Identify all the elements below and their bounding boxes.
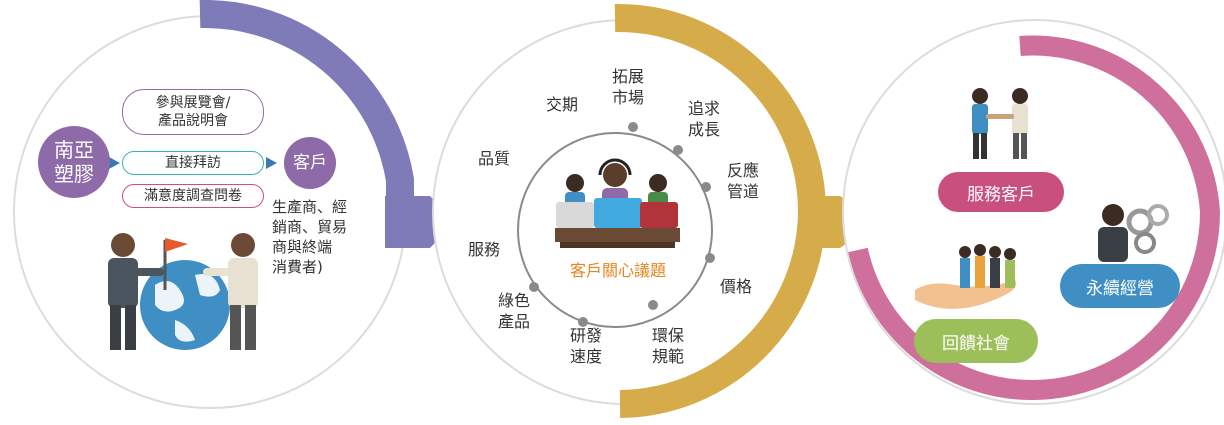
topic-feedback: 反應 管道 xyxy=(727,161,760,201)
businessman-left-icon xyxy=(108,233,164,350)
channel-exhibition-label: 參與展覽會/ 產品說明會 xyxy=(155,95,231,129)
topic-growth: 追求 成長 xyxy=(688,99,721,139)
stage1-ring-arc xyxy=(199,0,414,210)
topic-environment: 環保 規範 xyxy=(652,326,685,366)
value-sustainability: 永續經營 xyxy=(1060,264,1180,308)
value-serve-customers: 服務客戶 xyxy=(938,172,1064,212)
topic-rnd: 研發 速度 xyxy=(570,326,603,366)
channel-visit-label: 直接拜訪 xyxy=(165,155,221,171)
company-name: 南亞 塑膠 xyxy=(54,138,94,186)
company-circle: 南亞 塑膠 xyxy=(38,126,110,198)
businessman-right-icon xyxy=(203,233,258,350)
value-sustainability-label: 永續經營 xyxy=(1086,278,1154,299)
value-give-back: 回饋社會 xyxy=(914,319,1038,363)
topic-quality: 品質 xyxy=(478,149,511,168)
channel-exhibition: 參與展覽會/ 產品說明會 xyxy=(122,89,264,135)
value-give-back-label: 回饋社會 xyxy=(942,333,1010,354)
handshake-icon xyxy=(972,88,1028,159)
topic-price: 價格 xyxy=(720,277,753,296)
channel-visit: 直接拜訪 xyxy=(122,151,264,175)
channel-survey-label: 滿意度調查問卷 xyxy=(144,188,242,204)
call-center-illustration xyxy=(555,158,680,248)
channel-survey: 滿意度調查問卷 xyxy=(122,184,264,208)
chain-arrow-left xyxy=(109,157,120,169)
topic-green: 綠色 產品 xyxy=(498,291,531,331)
customer-note: 生產商、經 銷商、貿易 商與終端 消費者) xyxy=(272,198,348,276)
manager-gears-icon xyxy=(1098,204,1169,262)
topics-circle xyxy=(517,132,713,328)
topic-service: 服務 xyxy=(468,240,501,259)
topic-market: 拓展 市場 xyxy=(612,67,645,107)
topic-dots xyxy=(529,122,715,327)
topic-delivery: 交期 xyxy=(546,95,579,114)
value-serve-customers-label: 服務客戶 xyxy=(967,184,1035,205)
chain-arrow-right xyxy=(266,157,277,169)
customer-label: 客戶 xyxy=(293,153,327,173)
customer-circle: 客戶 xyxy=(284,137,336,189)
center-topic-label: 客戶關心議題 xyxy=(569,261,666,280)
globe-illustration xyxy=(140,238,230,350)
hand-with-people-icon xyxy=(915,244,1017,309)
